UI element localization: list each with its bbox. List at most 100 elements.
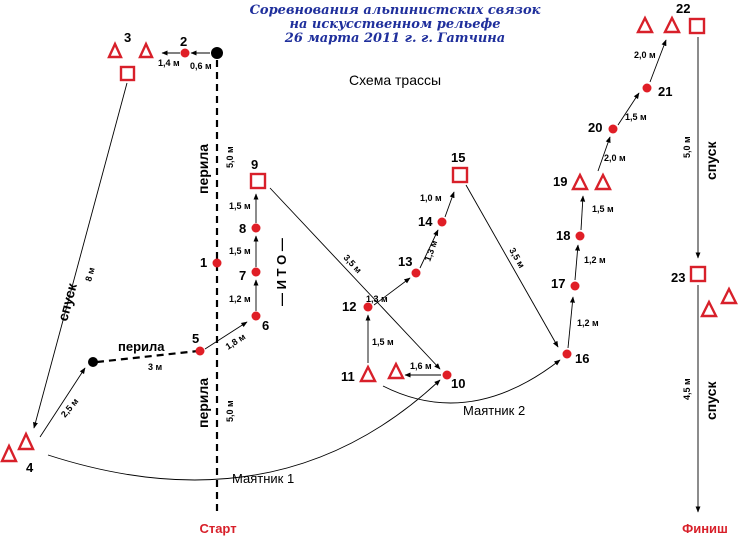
point-15-label: 15	[451, 150, 465, 165]
horizontal-rope	[96, 349, 199, 364]
segment-13-14	[419, 229, 439, 269]
rope-anchor-top	[211, 47, 223, 59]
dist-10-11: 1,6 м	[410, 361, 432, 371]
station-19-triangle-left	[571, 172, 589, 191]
station-3-triangle-right	[138, 41, 154, 59]
point-10	[442, 370, 452, 380]
label-spusk-right-lower: спуск	[703, 381, 719, 420]
segment-3-4-descent	[33, 82, 128, 429]
segment-4-traverse	[39, 367, 86, 438]
point-20	[608, 124, 618, 134]
point-6-label: 6	[262, 318, 269, 333]
station-11-triangle-right	[387, 361, 405, 380]
segment-20-21	[617, 92, 640, 126]
dist-17-18: 1,2 м	[584, 255, 606, 265]
point-1	[212, 258, 222, 268]
point-19-label: 19	[553, 174, 567, 189]
traverse-anchor	[88, 357, 98, 367]
point-12-label: 12	[342, 299, 356, 314]
dist-12-13: 1,3 м	[366, 294, 388, 304]
pendulum-1-curve	[47, 379, 441, 481]
point-1-label: 1	[200, 255, 207, 270]
point-7	[251, 267, 261, 277]
point-8	[251, 223, 261, 233]
segment-19-20	[597, 136, 611, 172]
diagram-title: Схема трассы	[349, 72, 441, 88]
point-5-label: 5	[192, 331, 199, 346]
station-15-square	[451, 166, 469, 184]
segment-14-15	[444, 191, 455, 218]
point-21-label: 21	[658, 84, 672, 99]
point-21	[642, 83, 652, 93]
dist-20-21: 1,5 м	[625, 112, 647, 122]
dist-23-finish: 4,5 м	[682, 378, 692, 400]
point-3-label: 3	[124, 30, 131, 45]
station-9-square	[249, 172, 267, 190]
segment-17-18	[574, 244, 581, 281]
dist-18-19: 1,5 м	[592, 204, 614, 214]
label-perila-lower: перила	[195, 378, 211, 428]
dist-start-2: 0,6 м	[190, 61, 212, 71]
dist-22-23: 5,0 м	[682, 136, 692, 158]
dist-14-15: 1,0 м	[420, 193, 442, 203]
dist-traverse-5: 3 м	[148, 362, 163, 372]
station-4-triangle-right	[17, 431, 35, 451]
point-18-label: 18	[556, 228, 570, 243]
dist-8-9: 1,5 м	[229, 201, 251, 211]
point-23-label: 23	[671, 270, 685, 285]
dist-19-20: 2,0 м	[604, 153, 626, 163]
point-2-label: 2	[180, 34, 187, 49]
station-22-triangle-right	[663, 15, 681, 34]
segment-18-19	[580, 195, 586, 231]
label-perila-upper: перила	[195, 144, 211, 194]
point-18	[575, 231, 585, 241]
segment-5-6	[204, 321, 248, 350]
point-11-label: 11	[341, 369, 355, 384]
point-22-label: 22	[676, 1, 690, 16]
segment-9-10	[269, 187, 441, 370]
label-spusk-right-upper: спуск	[703, 141, 719, 180]
label-start: Старт	[199, 521, 236, 536]
dist-3-4: 8 м	[83, 266, 96, 283]
dist-rope-upper: 5,0 м	[225, 146, 235, 168]
station-3-square	[119, 65, 136, 82]
segment-12-13	[373, 277, 411, 306]
dist-7-8: 1,5 м	[229, 246, 251, 256]
header-line-1: Соревнования альпинистских связок	[250, 3, 541, 18]
header-line-3: 26 марта 2011 г. г. Гатчина	[284, 31, 505, 46]
point-14	[437, 217, 447, 227]
dist-rope-lower: 5,0 м	[225, 400, 235, 422]
station-19-triangle-right	[594, 172, 612, 191]
label-finish: Финиш	[682, 521, 728, 536]
dist-4-traverse: 2,5 м	[59, 396, 81, 419]
segment-16-17	[567, 296, 575, 349]
station-23-triangle-right	[720, 286, 738, 305]
label-ito: — И Т О —	[274, 238, 289, 306]
dist-13-14: 1,3 м	[422, 239, 439, 263]
dist-9-10: 3,5 м	[342, 253, 364, 276]
point-10-label: 10	[451, 376, 465, 391]
label-spusk-left: спуск	[54, 281, 80, 323]
point-20-label: 20	[588, 120, 602, 135]
point-17-label: 17	[551, 276, 565, 291]
segment-21-22	[649, 39, 667, 83]
dist-2-3: 1,4 м	[158, 58, 180, 68]
label-mayatnik-2: Маятник 2	[463, 403, 525, 418]
point-12	[363, 302, 373, 312]
dist-11-12: 1,5 м	[372, 337, 394, 347]
point-5	[195, 346, 205, 356]
label-mayatnik-1: Маятник 1	[232, 471, 294, 486]
station-23-triangle-left	[700, 299, 718, 318]
point-7-label: 7	[239, 268, 246, 283]
point-16-label: 16	[575, 351, 589, 366]
point-16	[562, 349, 572, 359]
point-9-label: 9	[251, 157, 258, 172]
point-2	[180, 48, 190, 58]
point-13	[411, 268, 421, 278]
label-perila-horizontal: перила	[118, 339, 165, 354]
segment-15-16	[465, 184, 559, 348]
point-14-label: 14	[418, 214, 433, 229]
station-22-square	[688, 17, 706, 35]
point-13-label: 13	[398, 254, 412, 269]
